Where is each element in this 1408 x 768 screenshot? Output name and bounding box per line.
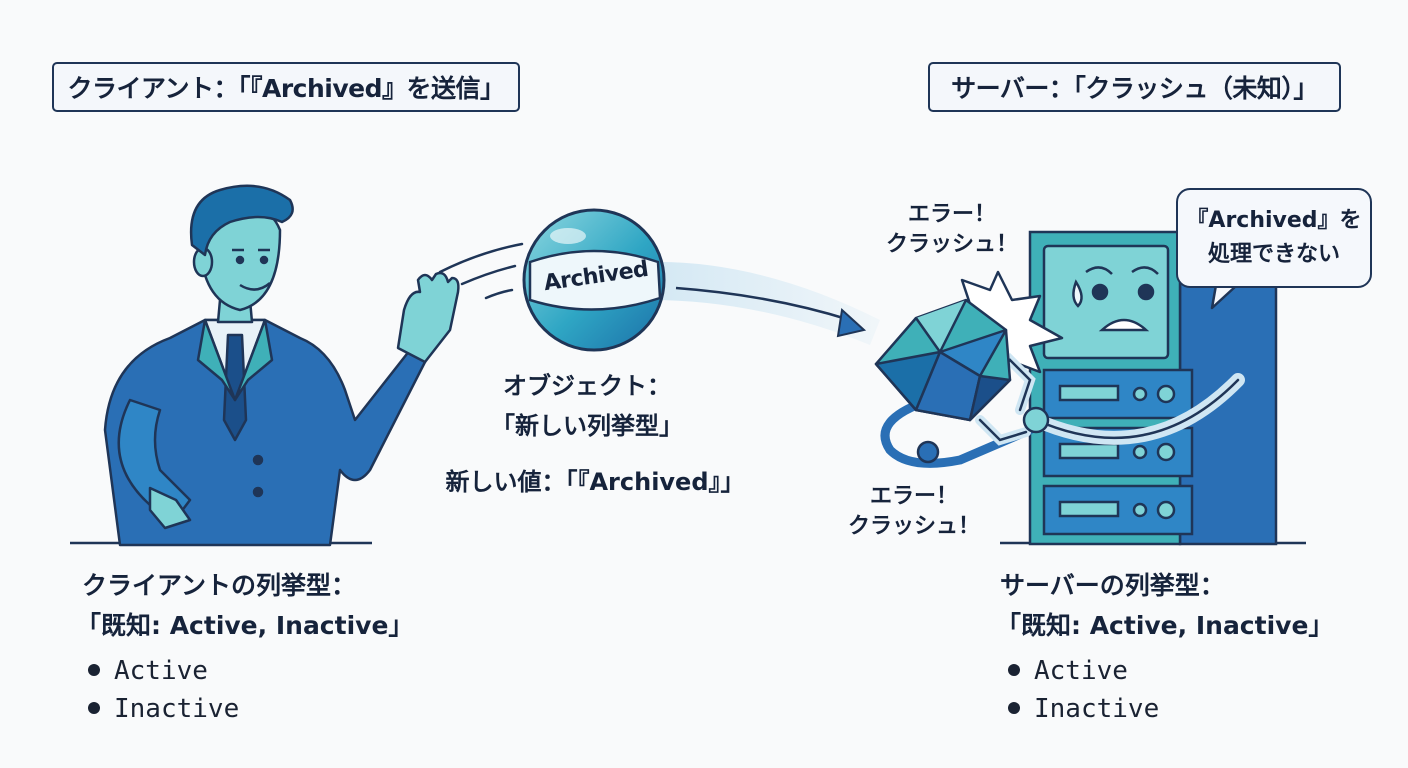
object-label: オブジェクト： <box>503 372 671 400</box>
bullet-icon <box>1008 701 1020 714</box>
ball-trail <box>650 261 880 345</box>
speech-bubble-line2: 処理できない <box>1207 242 1340 267</box>
bullet-icon <box>88 663 100 676</box>
new-value-label: 新しい値：「『Archived』」 <box>445 468 745 496</box>
bullet-icon <box>88 701 100 714</box>
list-item: Active <box>88 652 239 690</box>
list-item: Inactive <box>1008 690 1159 728</box>
server-enum-list: Active Inactive <box>1008 652 1159 728</box>
speech-bubble: 『Archived』を 処理できない <box>1176 188 1372 288</box>
motion-lines <box>438 242 524 300</box>
client-enum-list: Active Inactive <box>88 652 239 728</box>
client-person <box>103 184 460 547</box>
client-enum-known: 「既知: Active, Inactive」 <box>76 611 414 640</box>
crushed-object-icon <box>874 298 1012 422</box>
robot-arm <box>880 352 1245 468</box>
server-title: サーバー：「クラッシュ（未知）」 <box>928 62 1341 112</box>
server-enum-title: サーバーの列挙型： <box>1000 571 1225 600</box>
error-bottom-line2: クラッシュ！ <box>847 514 980 539</box>
bullet-icon <box>1008 663 1020 676</box>
archived-ball <box>522 208 666 352</box>
client-enum-title: クライアントの列挙型： <box>82 571 357 600</box>
client-title: クライアント：「『Archived』を送信」 <box>52 62 520 112</box>
arrow-head-icon <box>836 308 867 338</box>
error-top-line1: エラー！ <box>907 202 996 227</box>
list-item: Active <box>1008 652 1159 690</box>
speech-bubble-line1: 『Archived』を <box>1186 208 1362 233</box>
error-top-line2: クラッシュ！ <box>885 232 1018 257</box>
list-item: Inactive <box>88 690 239 728</box>
server-enum-known: 「既知: Active, Inactive」 <box>996 611 1334 640</box>
trajectory-arrow <box>675 286 851 322</box>
object-type-label: 「新しい列挙型」 <box>491 412 683 440</box>
error-bottom-line1: エラー！ <box>869 484 958 509</box>
